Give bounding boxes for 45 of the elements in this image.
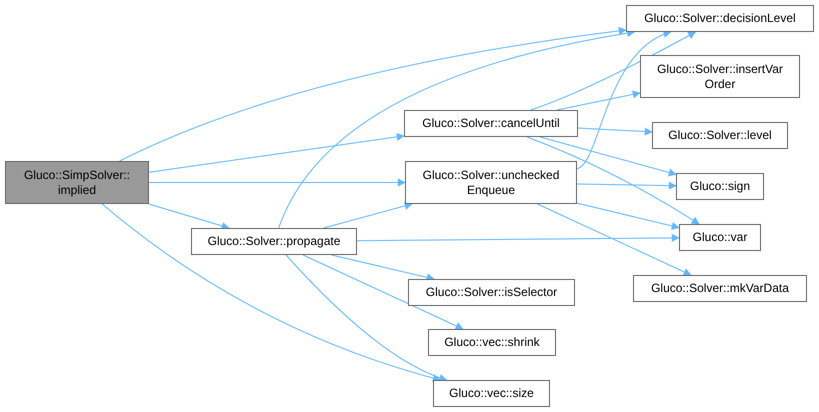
arrow: [578, 128, 653, 136]
arrow: [526, 136, 700, 224]
function-name: Gluco::Solver::cancelUntil: [422, 116, 560, 131]
arrow: [540, 136, 677, 176]
arrow: [530, 32, 696, 110]
arrow: [536, 204, 692, 276]
function-box: [428, 329, 556, 356]
function-box: [405, 161, 577, 204]
arrow: [148, 204, 230, 230]
function-name: Gluco::sign: [690, 179, 750, 194]
function-name: Gluco::Solver::level: [668, 128, 772, 143]
function-box: [5, 161, 149, 204]
function-box: [404, 110, 578, 137]
function-box: [633, 275, 807, 302]
function-name: Gluco::Solver::unchecked Enqueue: [422, 168, 560, 198]
arrow: [119, 27, 627, 162]
function-box: [191, 228, 357, 255]
function-box: [626, 5, 814, 32]
arrow: [576, 31, 672, 170]
function-name: Gluco::Solver::mkVarData: [651, 281, 789, 296]
function-name: Gluco::Solver::decisionLevel: [644, 11, 796, 26]
function-box: [652, 122, 788, 149]
arrow: [286, 254, 448, 382]
arrow: [556, 90, 641, 110]
function-box: [676, 173, 764, 200]
arrow: [148, 132, 405, 173]
function-name: Gluco::vec::shrink: [444, 335, 540, 350]
function-box: [433, 380, 550, 407]
function-name: Gluco::vec::size: [449, 386, 534, 401]
function-box: [679, 224, 761, 251]
arrow: [302, 254, 464, 330]
function-name: Gluco::SimpSolver:: implied: [22, 168, 132, 198]
arrow: [102, 204, 441, 382]
arrow: [576, 202, 680, 230]
function-box: [408, 279, 575, 306]
function-box: [640, 55, 800, 98]
function-name: Gluco::Solver::insertVar Order: [656, 62, 784, 92]
arrow: [576, 182, 677, 190]
function-name: Gluco::var: [692, 230, 748, 245]
arrow: [148, 178, 406, 186]
arrow: [331, 254, 435, 282]
arrow: [356, 234, 680, 242]
function-name: Gluco::Solver::propagate: [208, 234, 340, 249]
arrow: [323, 202, 413, 228]
function-name: Gluco::Solver::isSelector: [426, 285, 558, 300]
